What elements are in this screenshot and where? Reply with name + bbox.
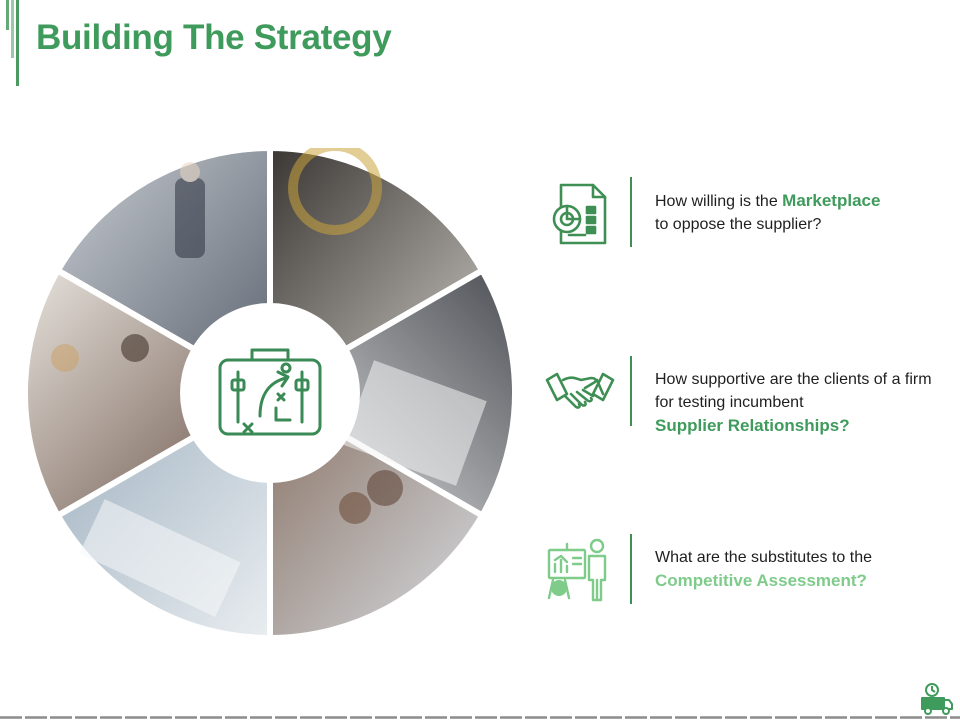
presentation-board-icon (547, 538, 607, 602)
handshake-icon (545, 372, 615, 409)
photo-wheel (25, 148, 515, 638)
strategy-item-supplier: How supportive are the clients of a firm… (545, 356, 945, 435)
item-text: What are the substitutes to the Competit… (655, 546, 945, 593)
item-text-pre: What are the substitutes to the (655, 549, 873, 566)
photo-segment-stressed (25, 266, 277, 520)
item-divider (630, 177, 632, 247)
item-divider (630, 356, 632, 426)
item-text: How supportive are the clients of a firm… (655, 368, 945, 438)
strategy-item-competitive: What are the substitutes to the Competit… (545, 534, 945, 608)
page-title: Building The Strategy (36, 18, 392, 57)
wheel-center (180, 303, 360, 483)
item-text: How willing is the Marketplace to oppose… (655, 189, 945, 236)
item-text-post: to oppose the supplier? (655, 216, 822, 233)
item-divider (630, 534, 632, 604)
strategy-item-marketplace: How willing is the Marketplace to oppose… (545, 177, 945, 251)
item-keyword: Marketplace (782, 191, 881, 210)
title-accent-bars (6, 0, 20, 86)
item-text-pre: How supportive are the clients of a firm… (655, 371, 932, 411)
item-keyword: Supplier Relationships? (655, 416, 850, 435)
item-text-pre: How willing is the (655, 193, 783, 210)
strategy-briefcase-icon (218, 348, 322, 436)
report-chart-icon (552, 183, 607, 245)
bottom-dashed-rule (0, 716, 960, 719)
item-keyword: Competitive Assessment? (655, 571, 867, 590)
delivery-truck-icon (921, 683, 953, 715)
